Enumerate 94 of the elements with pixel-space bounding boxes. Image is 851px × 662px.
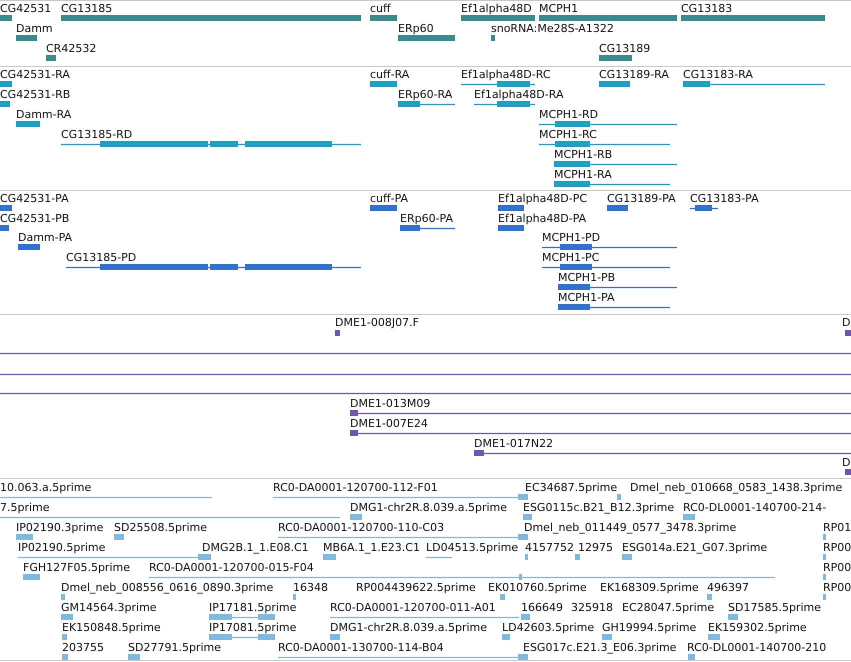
est-label: Dmel_neb_008556_0616_0890.3prime: [61, 581, 274, 594]
est-label: FGH127F05.5prime: [23, 561, 130, 574]
protein-label: ERp60-PA: [400, 212, 453, 225]
est-label: DMG1-chr2R.8.039.a.5prime: [330, 621, 488, 634]
est-label: RC0-DA0001-120700-011-A01: [330, 601, 496, 614]
est-label: EC34687.5prime: [525, 481, 618, 494]
est-label: 166649: [521, 601, 563, 614]
est-label: ESG0115c.B21_B12.3prime: [523, 501, 674, 514]
est-label: IP02190.3prime: [16, 521, 104, 534]
est-label: MB6A.1_1.E23.C1: [323, 541, 420, 554]
protein-label: CG13189-PA: [607, 192, 676, 205]
protein-label: CG13183-PA: [690, 192, 759, 205]
clone-label: D: [842, 316, 850, 329]
est-label: 12975: [578, 541, 613, 554]
est-label: RP00: [823, 561, 851, 574]
est-label: IP17181.5prime: [209, 601, 296, 614]
protein-label: MCPH1-PA: [558, 291, 614, 304]
protein-label: CG42531-PB: [0, 212, 70, 225]
est-label: RC0-DA0001-120700-112-F01: [273, 481, 438, 494]
gene-label: CR42532: [46, 42, 96, 55]
est-label: 16348: [293, 581, 328, 594]
transcript-label: CG13183-RA: [683, 68, 753, 81]
clone-label: D: [842, 456, 850, 469]
est-label: 10.063.a.5prime: [0, 481, 92, 494]
gene-label: Ef1alpha48D: [461, 2, 532, 15]
est-label: 203755: [62, 641, 104, 654]
protein-label: cuff-PA: [370, 192, 408, 205]
est-label: SD25508.5prime: [114, 521, 207, 534]
protein-label: MCPH1-PB: [558, 271, 616, 284]
est-label: RC0-DL0001-140700-214-: [683, 501, 826, 514]
est-label: ESG017c.E21.3_E06.3prime: [523, 641, 676, 654]
clone-label: DME1-007E24: [350, 417, 428, 430]
protein-label: Damm-PA: [18, 231, 72, 244]
est-label: RC0-DA0001-120700-110-C03: [278, 521, 444, 534]
est-label: RP00: [823, 581, 851, 594]
est-label: EK168309.5prime: [600, 581, 699, 594]
est-label: RC0-DA0001-120700-015-F04: [149, 561, 314, 574]
protein-label: CG42531-PA: [0, 192, 69, 205]
est-label: EC28047.5prime: [622, 601, 714, 614]
est-label: DMG1-chr2R.8.039.a.5prime: [350, 501, 508, 514]
gene-label: ERp60: [398, 22, 434, 35]
transcript-label: Ef1alpha48D-RA: [474, 88, 564, 101]
transcript-label: CG13189-RA: [599, 68, 669, 81]
gene-label: CG13183: [681, 2, 732, 15]
est-label: IP02190.5prime: [18, 541, 106, 554]
transcript-label: MCPH1-RA: [554, 168, 612, 181]
transcript-label: Damm-RA: [16, 108, 72, 121]
gene-label: Damm: [16, 22, 53, 35]
est-label: LD42603.5prime: [502, 621, 594, 634]
clone-label: DME1-008J07.F: [335, 316, 419, 329]
est-label: RC0-DL0001-140700-210: [687, 641, 826, 654]
gene-label: MCPH1: [539, 2, 578, 15]
transcript-label: cuff-RA: [370, 68, 410, 81]
est-label: RP01: [823, 521, 851, 534]
est-label: EK010760.5prime: [488, 581, 587, 594]
est-label: DMG2B.1_1.E08.C1: [202, 541, 309, 554]
clone-label: DME1-013M09: [350, 397, 430, 410]
gene-label: CG13185: [61, 2, 112, 15]
clone-label: DME1-017N22: [474, 437, 554, 450]
protein-label: Ef1alpha48D-PA: [498, 212, 586, 225]
est-label: LD04513.5prime: [426, 541, 518, 554]
transcript-label: CG42531-RA: [0, 68, 70, 81]
gene-label: cuff: [370, 2, 391, 15]
transcript-label: MCPH1-RC: [539, 128, 597, 141]
est-label: 7.5prime: [0, 501, 50, 514]
transcript-label: MCPH1-RD: [539, 108, 598, 121]
est-label: EK159302.5prime: [708, 621, 807, 634]
transcript-label: ERp60-RA: [398, 88, 452, 101]
protein-label: MCPH1-PD: [542, 231, 600, 244]
transcript-label: CG13185-RD: [61, 128, 132, 141]
est-label: GH19994.5prime: [602, 621, 696, 634]
gene-label: CG42531: [0, 2, 52, 15]
est-label: 325918: [571, 601, 613, 614]
est-label: 4157752: [525, 541, 574, 554]
est-label: GM14564.3prime: [61, 601, 157, 614]
est-label: Dmel_neb_011449_0577_3478.3prime: [524, 521, 736, 534]
est-label: RP00: [823, 541, 851, 554]
est-label: IP17081.5prime: [209, 621, 296, 634]
est-label: ESG014a.E21_G07.3prime: [622, 541, 768, 554]
protein-label: Ef1alpha48D-PC: [498, 192, 588, 205]
est-label: RC0-DA0001-130700-114-B04: [278, 641, 444, 654]
est-label: EK150848.5prime: [62, 621, 161, 634]
est-label: SD27791.5prime: [128, 641, 221, 654]
est-label: RP004439622.5prime: [356, 581, 476, 594]
transcript-label: MCPH1-RB: [554, 148, 612, 161]
protein-label: MCPH1-PC: [542, 251, 600, 264]
est-label: SD17585.5prime: [728, 601, 821, 614]
transcript-label: Ef1alpha48D-RC: [461, 68, 551, 81]
gene-label: snoRNA:Me28S-A1322: [491, 22, 614, 35]
gene-label: CG13189: [599, 42, 650, 55]
protein-label: CG13185-PD: [66, 251, 136, 264]
est-label: 496397: [707, 581, 749, 594]
est-label: Dmel_neb_010668_0583_1438.3prime: [630, 481, 842, 494]
transcript-label: CG42531-RB: [0, 88, 70, 101]
